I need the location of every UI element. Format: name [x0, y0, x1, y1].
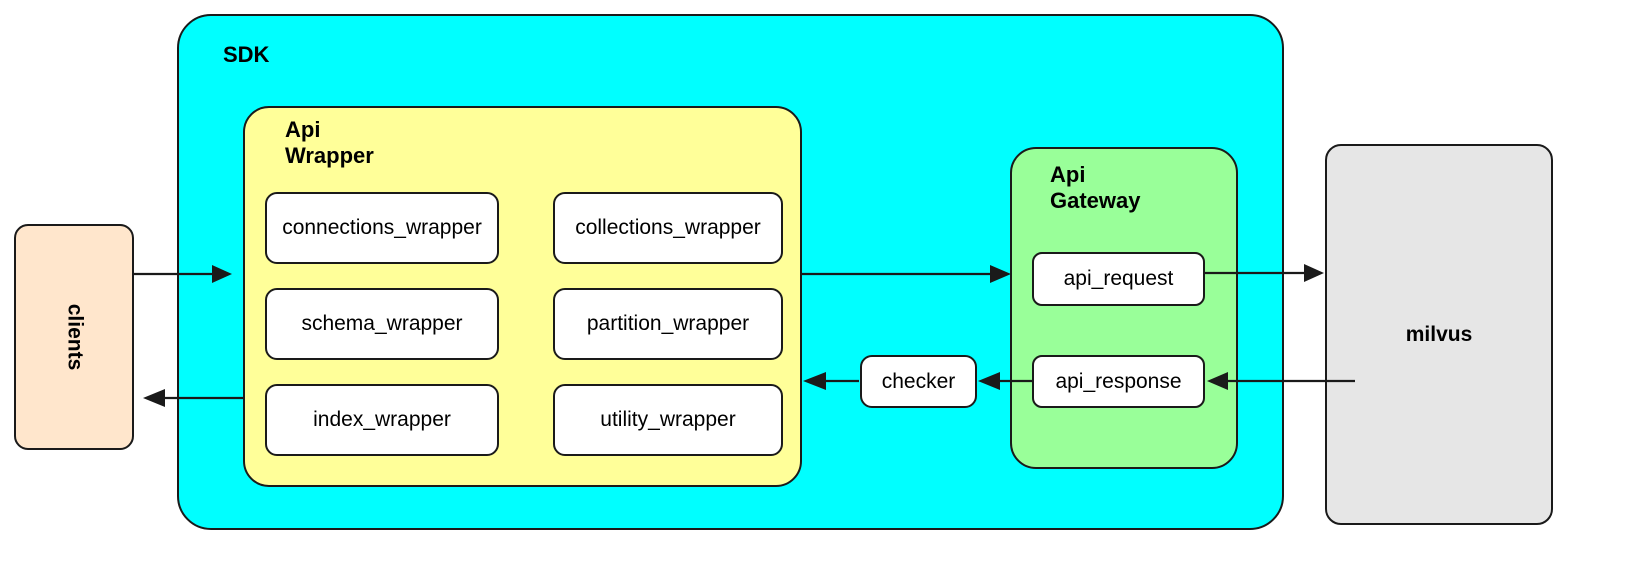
api-request-node[interactable]: api_request [1032, 252, 1205, 306]
clients-label: clients [63, 303, 86, 371]
milvus-node[interactable]: milvus [1325, 144, 1553, 525]
api-response-label: api_response [1055, 369, 1182, 393]
api-wrapper-label: Api Wrapper [285, 117, 374, 168]
module-partition-wrapper[interactable]: partition_wrapper [553, 288, 783, 360]
sdk-label: SDK [223, 42, 270, 67]
clients-node[interactable]: clients [14, 224, 134, 450]
module-schema-wrapper[interactable]: schema_wrapper [265, 288, 499, 360]
api-gateway-label: Api Gateway [1050, 162, 1141, 213]
api-gateway-group[interactable]: Api Gateway [1010, 147, 1238, 469]
module-label: collections_wrapper [575, 216, 761, 239]
module-label: schema_wrapper [301, 312, 463, 335]
module-label: connections_wrapper [282, 216, 482, 239]
milvus-label: milvus [1405, 322, 1473, 346]
api-response-node[interactable]: api_response [1032, 355, 1205, 408]
module-label: utility_wrapper [600, 408, 736, 431]
module-collections-wrapper[interactable]: collections_wrapper [553, 192, 783, 264]
module-index-wrapper[interactable]: index_wrapper [265, 384, 499, 456]
api-request-label: api_request [1063, 267, 1174, 290]
module-label: partition_wrapper [586, 312, 750, 335]
module-connections-wrapper[interactable]: connections_wrapper [265, 192, 499, 264]
checker-node[interactable]: checker [860, 355, 977, 408]
module-utility-wrapper[interactable]: utility_wrapper [553, 384, 783, 456]
module-label: index_wrapper [313, 408, 451, 431]
checker-label: checker [881, 369, 956, 393]
